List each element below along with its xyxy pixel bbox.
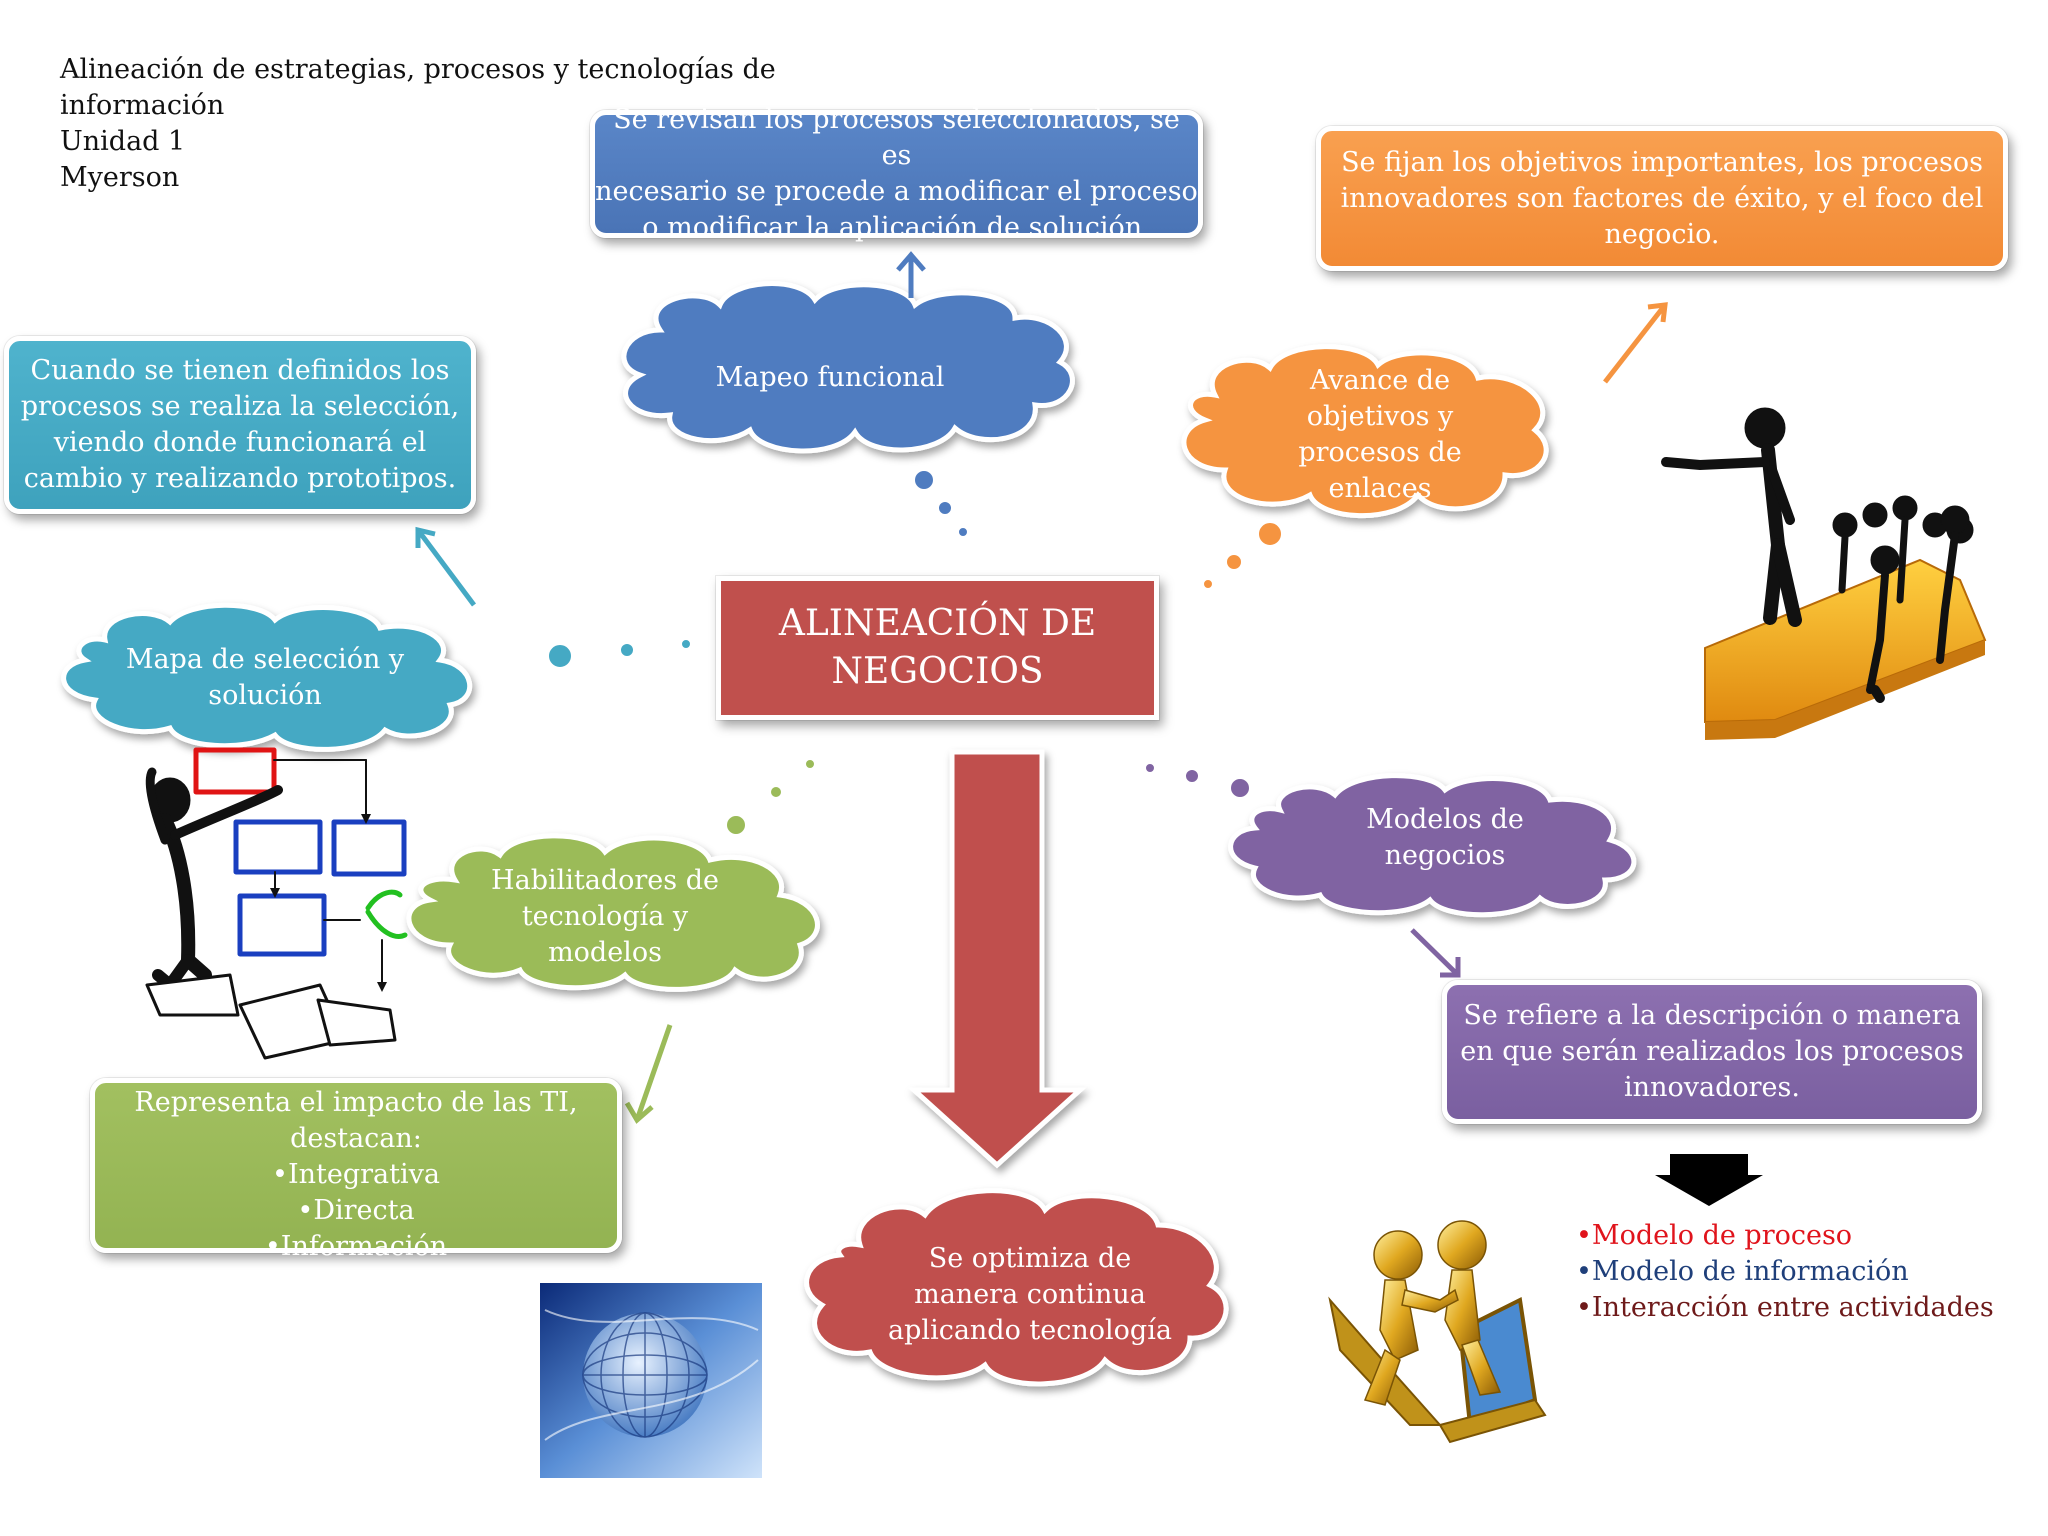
mapa-box-line: cambio y realizando prototipos.	[23, 463, 457, 494]
models-list-item: •Modelo de información	[1576, 1256, 1909, 1287]
optimiza-cloud	[804, 1188, 1229, 1387]
avance-cloud-line: enlaces	[1328, 472, 1432, 504]
habilitadores-cloud-label: Habilitadores de tecnología y modelos	[470, 862, 740, 972]
habilitadores-cloud-line: Habilitadores de	[491, 865, 719, 896]
modelos-box-line: en que serán realizados los procesos	[1460, 1036, 1964, 1067]
leader-figure-illustration	[1661, 407, 1987, 740]
central-node-line1: ALINEACIÓN DE	[778, 603, 1097, 644]
habilitadores-cloud-line: tecnología y	[521, 901, 689, 932]
optimiza-cloud-line: Se optimiza de	[928, 1243, 1132, 1274]
models-list: •Modelo de proceso •Modelo de informació…	[1576, 1218, 1994, 1326]
mapeo-cloud-text: Mapeo funcional	[715, 362, 945, 393]
habilitadores-description-box: Representa el impacto de las TI, destaca…	[90, 1078, 622, 1262]
avance-arrow	[1603, 302, 1668, 384]
avance-box-line: Se fijan los objetivos importantes, los …	[1341, 146, 1983, 178]
mapa-box-line: Cuando se tienen definidos los	[30, 355, 450, 386]
avance-cloud-line: objetivos y	[1306, 400, 1454, 432]
mapeo-description-box: Se revisan los procesos seleccionados, s…	[590, 104, 1203, 243]
avance-description-box: Se fijan los objetivos importantes, los …	[1316, 126, 2008, 271]
mapa-description-box: Cuando se tienen definidos los procesos …	[4, 336, 476, 514]
mapa-box-line: viendo donde funcionará el	[53, 427, 427, 458]
models-list-item: •Modelo de proceso	[1576, 1220, 1853, 1251]
central-node-alineacion: ALINEACIÓN DE NEGOCIOS	[716, 576, 1159, 720]
modelos-box-line: Se refiere a la descripción o manera	[1463, 1000, 1961, 1031]
header-author: Myerson	[60, 162, 180, 193]
header-title-line2: información	[60, 90, 225, 121]
avance-bubbles	[1200, 519, 1285, 592]
models-list-item: •Interacción entre actividades	[1576, 1292, 1994, 1323]
avance-cloud-line: Avance de	[1309, 364, 1451, 396]
document-header: Alineación de estrategias, procesos y te…	[60, 52, 776, 196]
habilitadores-cloud	[406, 833, 820, 992]
avance-box-line: innovadores son factores de éxito, y el …	[1340, 182, 1984, 214]
globe-technology-image	[540, 1283, 762, 1478]
models-down-arrow	[1655, 1154, 1763, 1206]
avance-cloud-line: procesos de	[1298, 436, 1462, 468]
mapeo-box-line: necesario se procede a modificar el proc…	[595, 176, 1198, 207]
mapeo-box-line: Se revisan los procesos seleccionados, s…	[613, 104, 1180, 171]
mapa-arrow	[415, 526, 477, 607]
habilitadores-box-line: destacan:	[290, 1123, 422, 1154]
modelos-cloud-label: Modelos de negocios	[1290, 800, 1600, 876]
modelos-arrow	[1410, 928, 1461, 978]
habilitadores-bubbles	[723, 756, 818, 838]
central-node-line2: NEGOCIOS	[831, 651, 1044, 692]
modelos-box-line: innovadores.	[1624, 1072, 1800, 1103]
habilitadores-box-line: •Información	[264, 1231, 448, 1262]
header-title-line1: Alineación de estrategias, procesos y te…	[60, 54, 776, 85]
mapa-box-line: procesos se realiza la selección,	[20, 391, 460, 422]
mapa-cloud-line: Mapa de selección y	[125, 644, 405, 675]
optimiza-cloud-label: Se optimiza de manera continua aplicando…	[860, 1240, 1200, 1350]
gold-figures-laptops-image	[1328, 1220, 1547, 1444]
avance-box-line: negocio.	[1604, 218, 1720, 250]
modelos-cloud-line: negocios	[1384, 840, 1506, 871]
mapeo-cloud-label: Mapeo funcional	[655, 352, 1005, 404]
modelos-description-box: Se refiere a la descripción o manera en …	[1442, 980, 1982, 1124]
mapeo-bubbles	[911, 467, 971, 540]
header-unit: Unidad 1	[60, 126, 186, 157]
main-down-arrow	[907, 749, 1087, 1169]
habilitadores-box-line: •Directa	[297, 1195, 415, 1226]
habilitadores-box-line: Representa el impacto de las TI,	[134, 1087, 578, 1118]
optimiza-cloud-line: aplicando tecnología	[888, 1315, 1172, 1346]
mapa-bubbles	[545, 636, 694, 671]
mapeo-arrow	[896, 251, 926, 298]
mapa-cloud-line: solución	[208, 680, 322, 711]
avance-cloud	[1181, 344, 1549, 519]
mapa-cloud	[61, 602, 473, 752]
avance-cloud-label: Avance de objetivos y procesos de enlace…	[1230, 362, 1530, 507]
mapa-cloud-label: Mapa de selección y solución	[110, 640, 420, 716]
modelos-cloud-line: Modelos de	[1366, 804, 1524, 835]
habilitadores-box-line: •Integrativa	[272, 1159, 440, 1190]
habilitadores-arrow	[624, 1024, 673, 1124]
optimiza-cloud-line: manera continua	[914, 1279, 1146, 1310]
habilitadores-cloud-line: modelos	[548, 937, 662, 968]
mapeo-box-line: o modificar la aplicación de solución.	[642, 212, 1151, 243]
process-figure-illustration	[145, 747, 408, 1060]
mapeo-cloud	[621, 281, 1075, 454]
modelos-bubbles	[1142, 760, 1253, 801]
modelos-cloud	[1228, 773, 1637, 918]
